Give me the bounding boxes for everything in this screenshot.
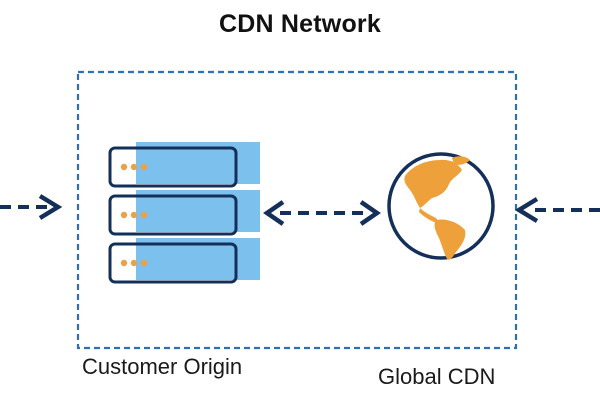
server-unit <box>108 142 260 188</box>
north-america-shape <box>404 159 462 208</box>
incoming-arrow-left <box>0 194 63 220</box>
bidirectional-arrow <box>263 200 381 226</box>
greenland-shape <box>452 156 470 165</box>
central-america-shape <box>419 208 438 222</box>
server-unit <box>108 238 260 284</box>
server-unit <box>108 190 260 236</box>
customer-origin-label: Customer Origin <box>82 354 243 379</box>
global-cdn-label: Global CDN <box>378 364 496 389</box>
incoming-arrow-right <box>514 197 600 223</box>
globe-icon <box>387 152 495 260</box>
south-america-shape <box>434 219 466 260</box>
server-stack-icon <box>108 142 260 284</box>
page-title: CDN Network <box>219 10 381 38</box>
